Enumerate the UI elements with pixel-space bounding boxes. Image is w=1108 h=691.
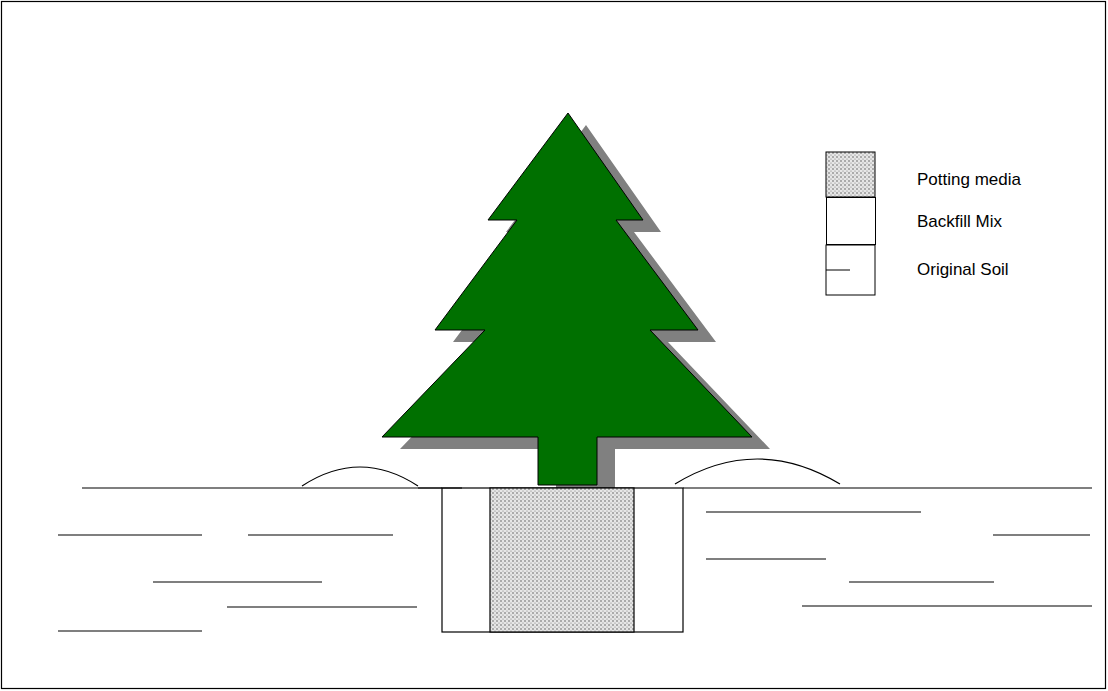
legend-sample-line [826, 270, 850, 271]
soil-mound [302, 467, 418, 486]
legend-sample-soil [826, 245, 875, 295]
backfill-area [442, 488, 683, 632]
ground-line [418, 487, 462, 488]
legend-label: Potting media [917, 170, 1021, 190]
soil-mound [675, 459, 840, 484]
legend-sample-stipple [826, 152, 875, 197]
soil-hatching [58, 512, 1092, 631]
legend-label: Backfill Mix [917, 212, 1002, 232]
tree [382, 113, 752, 485]
root-ball [490, 488, 634, 632]
legend-label: Original Soil [917, 260, 1009, 280]
legend-swatch [826, 197, 876, 245]
ground-line [683, 487, 1092, 488]
ground-line [82, 487, 442, 488]
